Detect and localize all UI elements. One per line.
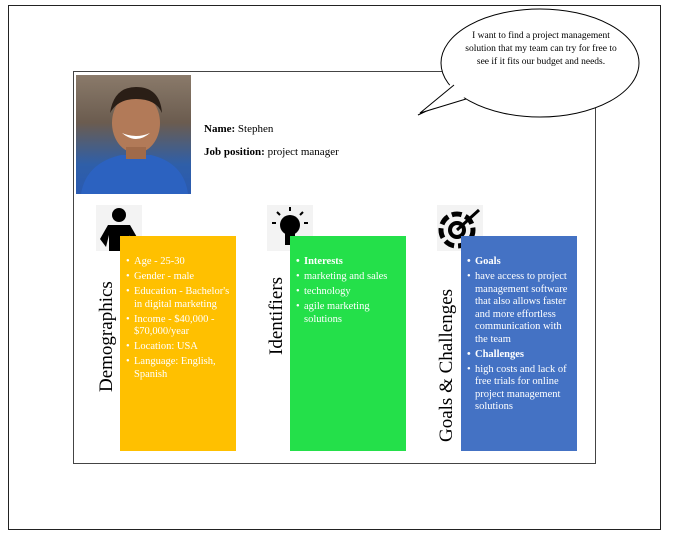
list-item: Goals — [467, 256, 571, 269]
name-field: Name: Stephen — [204, 123, 273, 135]
list-item: Age - 25-30 — [126, 256, 230, 269]
list-item: marketing and sales — [296, 271, 400, 284]
speech-bubble-shape — [417, 8, 640, 118]
list-item: technology — [296, 286, 400, 299]
list-item: Education - Bachelor's in digital market… — [126, 286, 230, 311]
list-item: agile marketing solutions — [296, 301, 400, 326]
job-value: project manager — [267, 146, 339, 158]
name-value: Stephen — [237, 123, 274, 135]
identifiers-title: Identifiers — [266, 276, 287, 355]
identifiers-panel: Interests marketing and sales technology… — [290, 236, 406, 451]
speech-bubble-text: I want to find a project management solu… — [465, 31, 617, 67]
list-item: have access to project management softwa… — [467, 271, 571, 346]
list-item: Interests — [296, 256, 400, 269]
demographics-title: Demographics — [96, 281, 117, 392]
list-item: Language: English, Spanish — [126, 356, 230, 381]
list-item: high costs and lack of free trials for o… — [467, 364, 571, 414]
goals-challenges-panel: Goals have access to project management … — [461, 236, 577, 451]
job-label: Job position: — [204, 146, 265, 158]
list-item: Income - $40,000 - $70,000/year — [126, 314, 230, 339]
demographics-panel: Age - 25-30 Gender - male Education - Ba… — [120, 236, 236, 451]
list-item: Location: USA — [126, 341, 230, 354]
profile-photo — [76, 75, 191, 194]
list-item: Gender - male — [126, 271, 230, 284]
name-label: Name: — [204, 123, 236, 135]
list-item: Challenges — [467, 349, 571, 362]
goals-challenges-title: Goals & Challenges — [436, 288, 457, 442]
page-border — [8, 5, 661, 530]
job-field: Job position: project manager — [204, 146, 339, 158]
